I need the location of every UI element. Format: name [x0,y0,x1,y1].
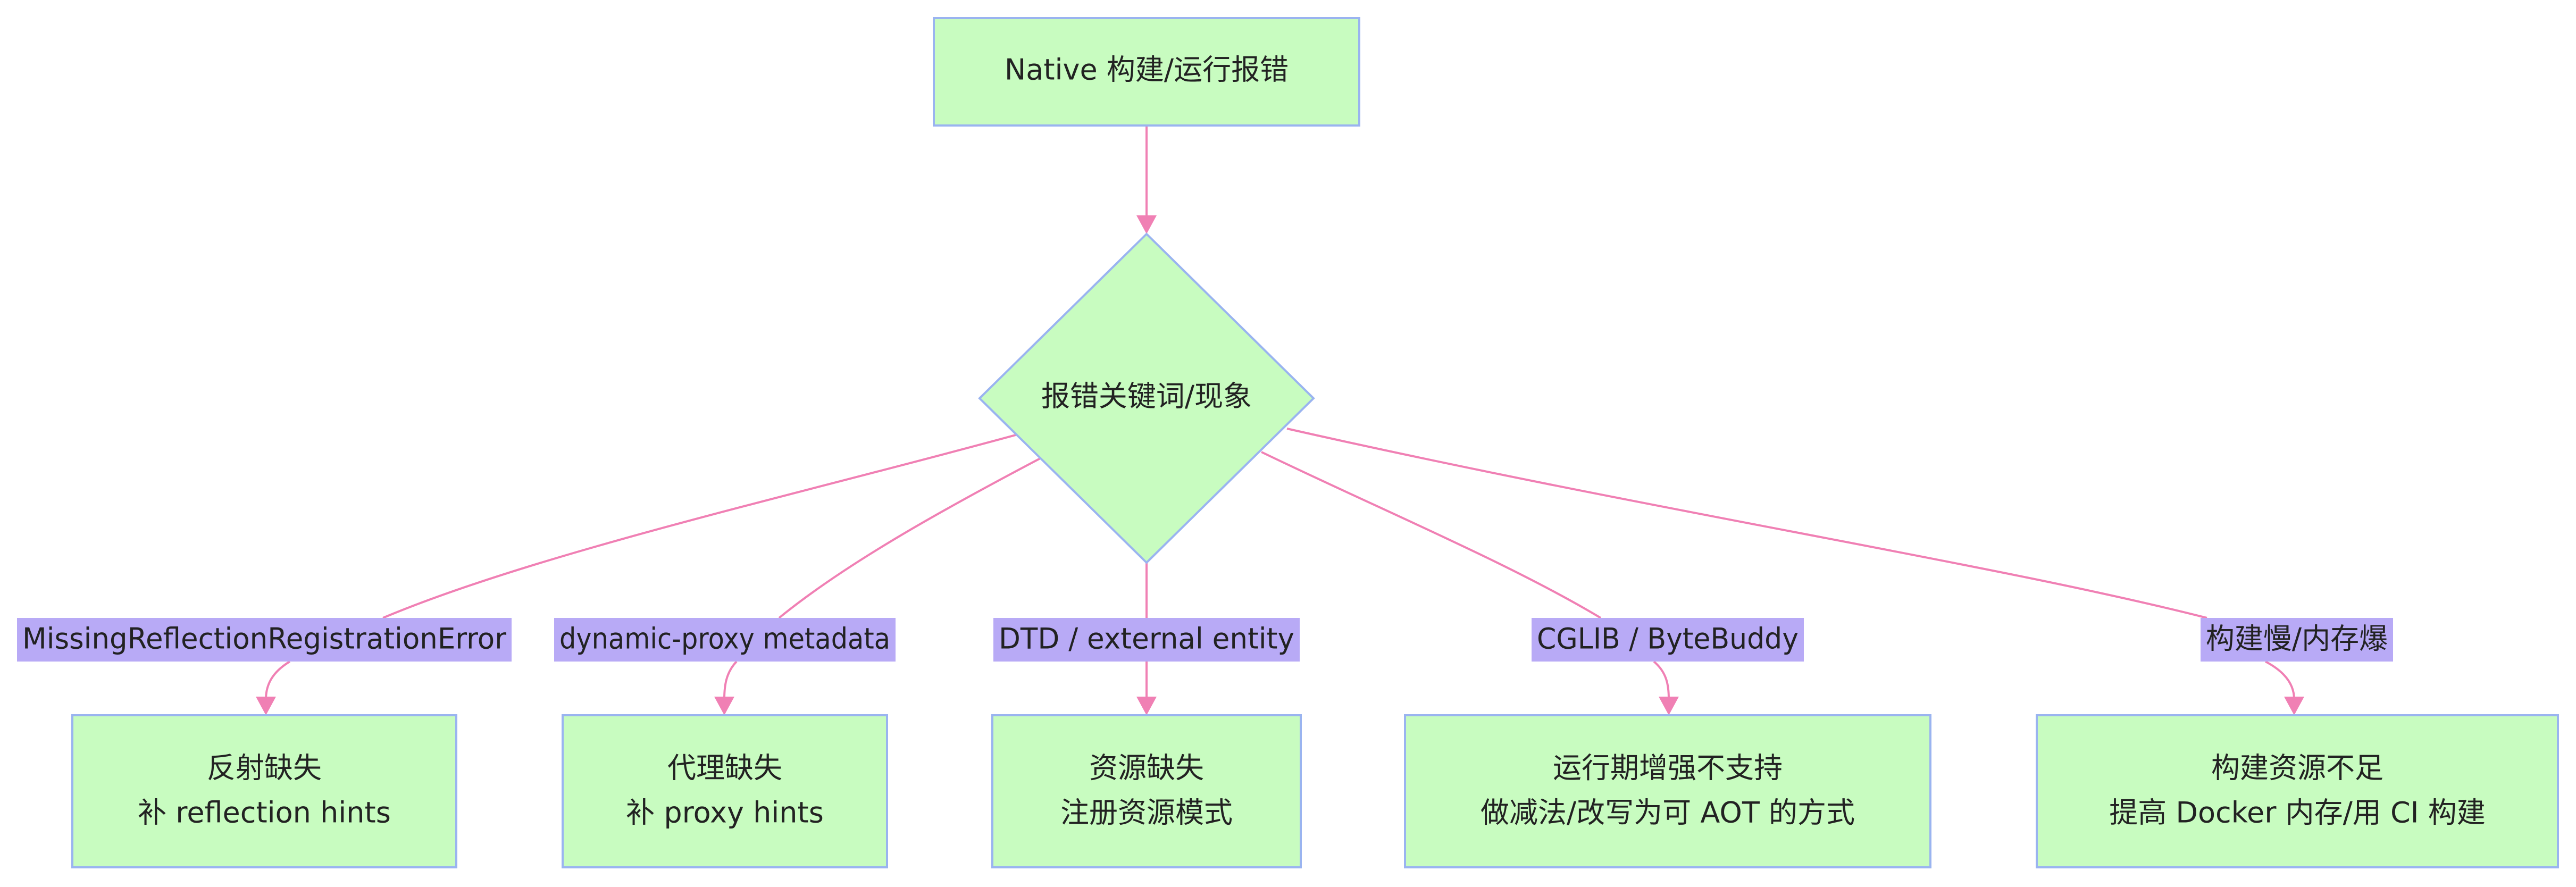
arrowhead-result-5 [2284,697,2304,715]
edge-decision-to-label-1 [382,434,1016,619]
edge-label-1-bg [17,618,512,662]
result-node-3: 资源缺失 注册资源模式 [991,714,1302,868]
edge-label-5: 构建慢/内存爆 [2206,622,2388,656]
edge-label-3: DTD / external entity [999,622,1294,656]
result-node-1: 反射缺失 补 reflection hints [71,714,457,868]
edge-label-2-to-result-2 [723,660,738,700]
edge-label-4: CGLIB / ByteBuddy [1537,622,1799,656]
arrowhead-result-1 [256,697,276,715]
edge-label-4-to-result-4 [1653,660,1670,700]
result-node-2-line1: 代理缺失 [667,751,782,785]
edge-label-5-bg [2201,618,2393,662]
edge-label-1: MissingReflectionRegistrationError [22,622,507,656]
arrowhead-result-2 [714,697,734,715]
result-node-1-line1: 反射缺失 [207,751,322,785]
decision-node: 报错关键词/现象 [978,232,1315,564]
edge-label-1-to-result-1 [265,660,291,700]
edge-decision-to-label-2 [778,457,1041,619]
edge-label-3-bg [993,618,1300,662]
result-node-1-line2: 补 reflection hints [138,796,391,830]
result-node-5: 构建资源不足 提高 Docker 内存/用 CI 构建 [2036,714,2559,868]
result-node-4: 运行期增强不支持 做减法/改写为可 AOT 的方式 [1404,714,1931,868]
result-node-5-line2: 提高 Docker 内存/用 CI 构建 [2109,796,2486,830]
arrowhead-decision [1136,215,1157,234]
edge-label-2: dynamic-proxy metadata [559,622,890,656]
edge-label-2-bg [554,618,896,662]
result-node-4-line2: 做减法/改写为可 AOT 的方式 [1481,796,1855,830]
decision-node-text: 报错关键词/现象 [1041,380,1252,413]
edge-decision-to-label-4 [1261,451,1602,619]
result-node-3-line1: 资源缺失 [1089,751,1204,785]
arrowhead-result-4 [1659,697,1679,715]
result-node-5-line1: 构建资源不足 [2211,751,2383,785]
start-node-text: Native 构建/运行报错 [1005,53,1289,87]
edge-label-4-bg [1532,618,1804,662]
result-node-2-line2: 补 proxy hints [626,796,824,830]
arrowhead-result-3 [1136,697,1157,715]
edges [256,125,2304,715]
result-nodes: 反射缺失 补 reflection hints 代理缺失 补 proxy hin… [71,714,2559,868]
result-node-2: 代理缺失 补 proxy hints [562,714,888,868]
result-node-4-line1: 运行期增强不支持 [1553,751,1783,785]
result-node-3-line2: 注册资源模式 [1060,796,1233,830]
edge-decision-to-label-5 [1286,428,2207,619]
edge-label-5-to-result-5 [2265,660,2295,700]
start-node: Native 构建/运行报错 [933,17,1360,127]
edge-labels: MissingReflectionRegistrationError dynam… [17,618,2393,662]
